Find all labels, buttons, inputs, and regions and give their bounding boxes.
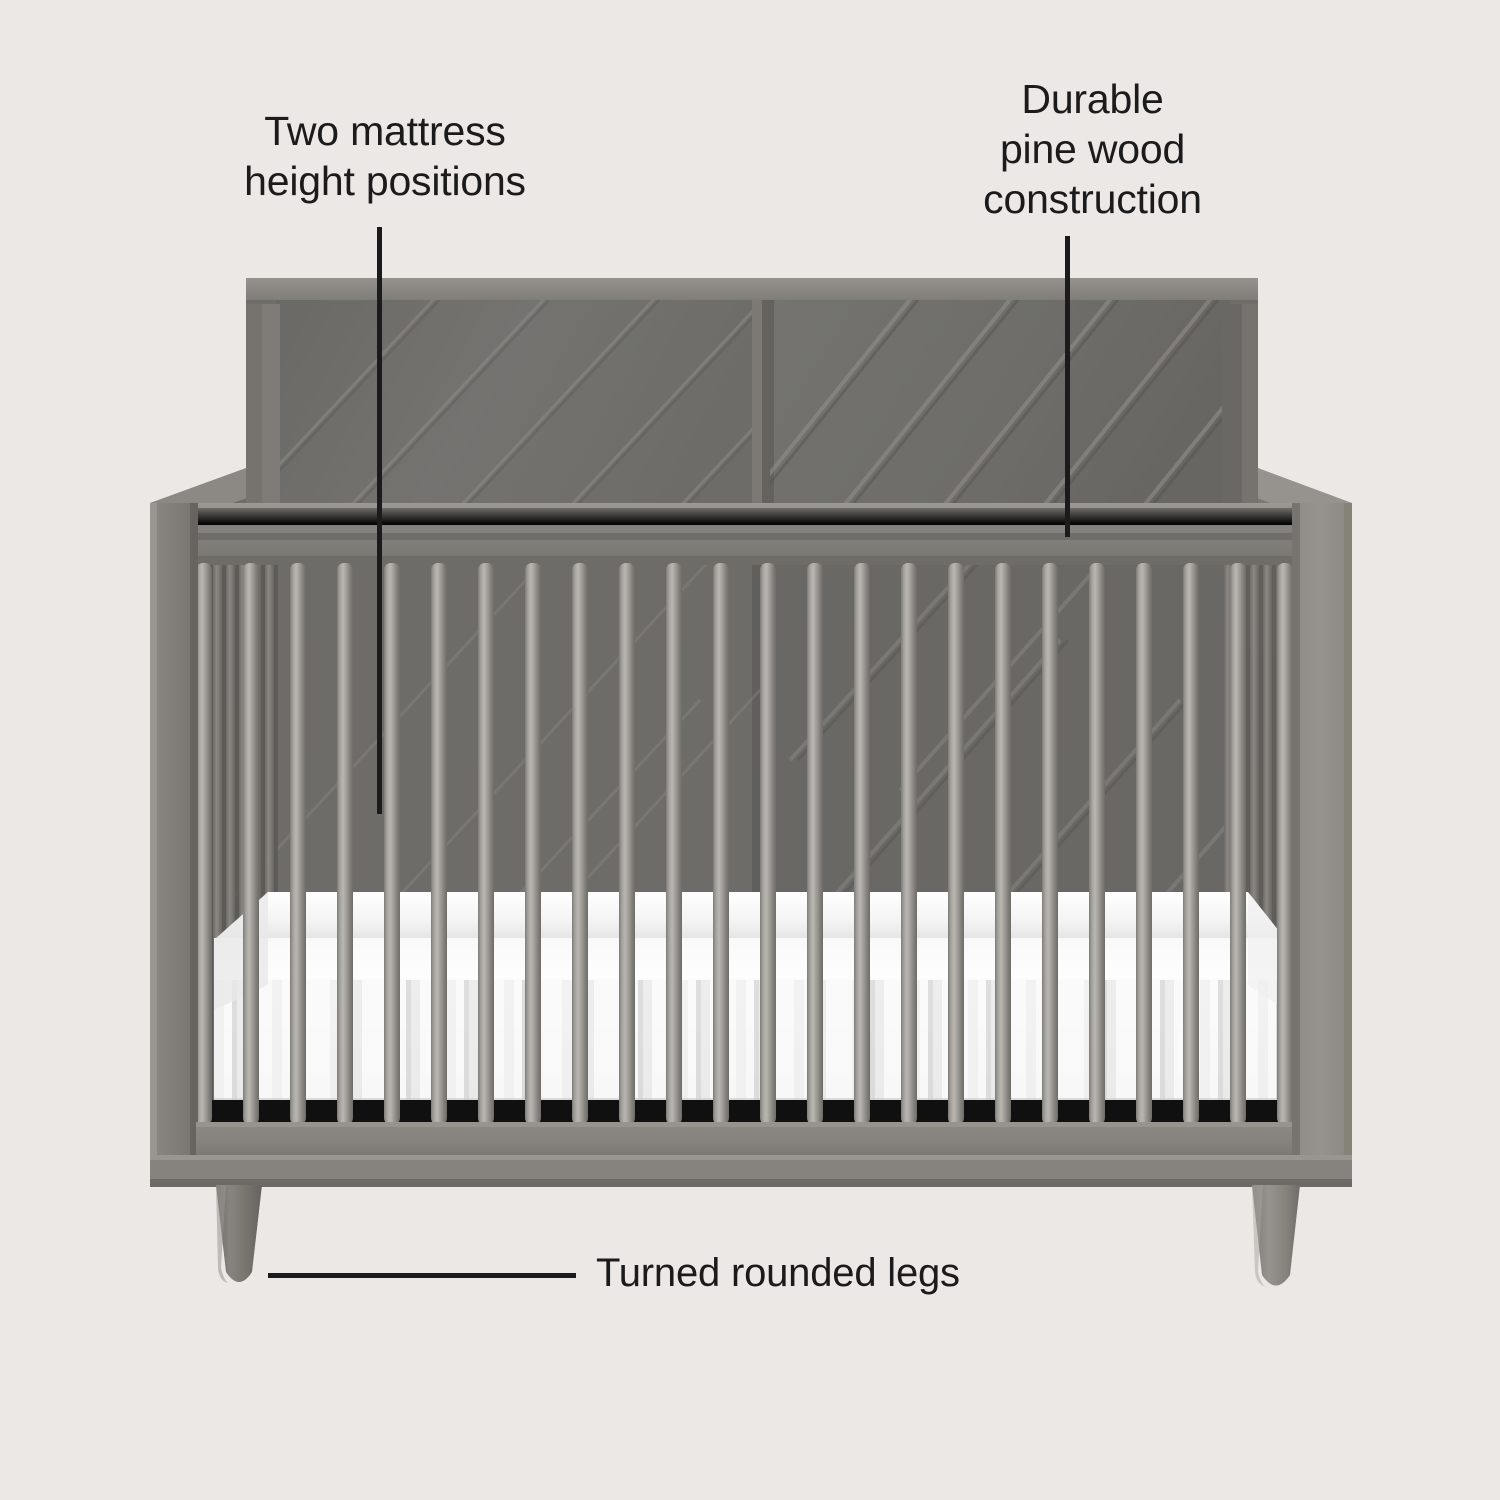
leader-line-turned-legs bbox=[268, 1273, 576, 1278]
callout-label-turned-legs: Turned rounded legs bbox=[596, 1251, 960, 1295]
crib-base-rails bbox=[150, 1122, 1352, 1187]
callout-label-mattress-height: Two mattress height positions bbox=[244, 108, 526, 204]
crib-front-top-rail bbox=[150, 503, 1352, 565]
crib-mattress bbox=[214, 892, 1286, 1120]
leader-line-pine-wood bbox=[1065, 236, 1070, 537]
callout-label-pine-wood: Durable pine wood construction bbox=[983, 76, 1202, 222]
crib-corner-posts bbox=[150, 503, 1352, 1175]
crib-front-slats bbox=[196, 563, 1293, 1125]
crib-interior bbox=[196, 533, 1292, 1133]
crib-legs bbox=[216, 1185, 1300, 1287]
leader-line-mattress-height bbox=[377, 227, 382, 814]
